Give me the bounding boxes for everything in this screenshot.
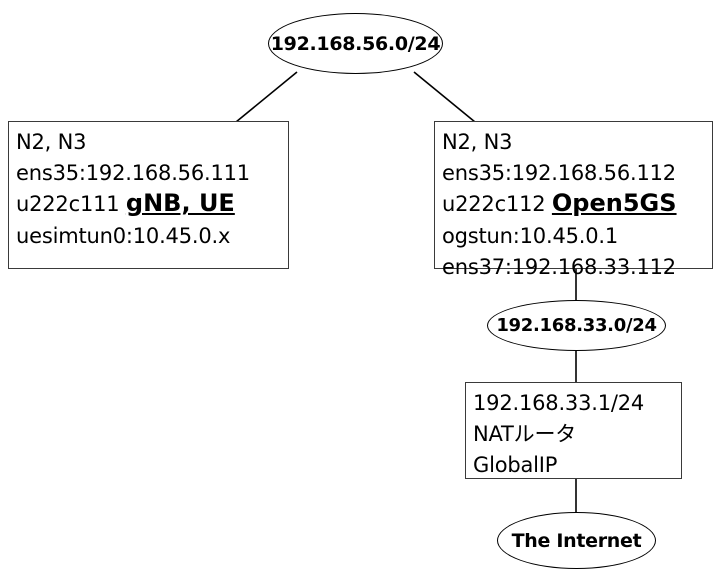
gnb-line-1: ens35:192.168.56.111	[16, 157, 282, 188]
nat-line-2-text: GlobalIP	[473, 453, 558, 478]
internet-label: The Internet	[511, 529, 642, 552]
open5gs-line-4-text: ens37:192.168.33.112	[442, 254, 676, 279]
gnb-line-0: N2, N3	[16, 126, 282, 157]
open5gs-line-1-text: ens35:192.168.56.112	[442, 161, 676, 186]
host-node-nat-router[interactable]: 192.168.33.1/24 NATルータ GlobalIP	[465, 382, 682, 479]
nat-line-0-text: 192.168.33.1/24	[473, 391, 645, 415]
open5gs-line-0: N2, N3	[442, 126, 706, 157]
open5gs-role-label: Open5GS	[551, 189, 677, 218]
network-node-192-168-56-0-24[interactable]: 192.168.56.0/24	[268, 13, 443, 74]
gnb-line-0-text: N2, N3	[16, 130, 87, 154]
open5gs-line-1: ens35:192.168.56.112	[442, 157, 706, 188]
gnb-line-3-text: uesimtun0:10.45.0.x	[16, 223, 231, 248]
nat-line-0: 192.168.33.1/24	[473, 387, 675, 418]
host-node-open5gs[interactable]: N2, N3 ens35:192.168.56.112 u222c112 Ope…	[434, 121, 713, 279]
network-label-upper: 192.168.56.0/24	[270, 32, 441, 55]
open5gs-line-4: ens37:192.168.33.112	[442, 251, 706, 282]
nat-line-1: NATルータ	[473, 418, 675, 449]
nat-line-2: GlobalIP	[473, 449, 675, 480]
edge-net56-to-open5gs	[413, 71, 476, 123]
network-node-192-168-33-0-24[interactable]: 192.168.33.0/24	[487, 300, 666, 351]
open5gs-line-3: ogstun:10.45.0.1	[442, 220, 706, 251]
open5gs-line-2: u222c112 Open5GS	[442, 188, 706, 219]
gnb-role-label: gNB, UE	[125, 189, 235, 218]
open5gs-line-0-text: N2, N3	[442, 130, 513, 154]
gnb-line-2: u222c111 gNB, UE	[16, 188, 282, 219]
edge-net56-to-gnb	[235, 71, 298, 123]
network-node-internet[interactable]: The Internet	[497, 512, 656, 569]
host-node-gnb-ue[interactable]: N2, N3 ens35:192.168.56.111 u222c111 gNB…	[8, 121, 289, 269]
open5gs-line-3-text: ogstun:10.45.0.1	[442, 223, 619, 248]
nat-line-1-text: NATルータ	[473, 422, 577, 447]
gnb-line-2-text: u222c111	[16, 192, 126, 217]
gnb-line-3: uesimtun0:10.45.0.x	[16, 220, 282, 251]
network-label-lower: 192.168.33.0/24	[496, 315, 657, 336]
open5gs-line-2-text: u222c112	[442, 192, 552, 217]
gnb-line-1-text: ens35:192.168.56.111	[16, 161, 250, 186]
